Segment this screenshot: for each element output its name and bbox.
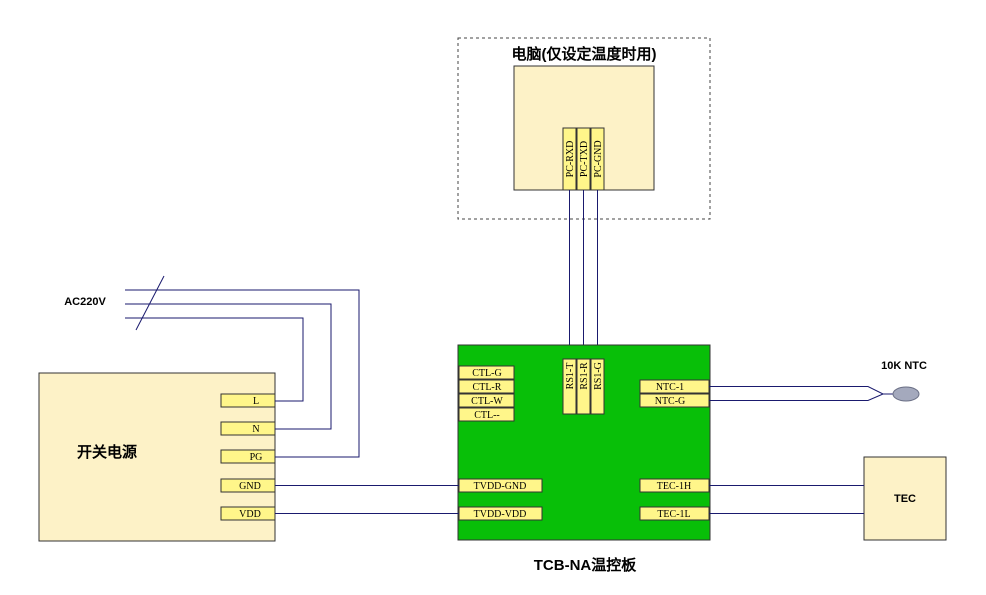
tvdd-pins: TVDD-GND TVDD-VDD xyxy=(458,478,543,521)
tec-pins: TEC-1H TEC-1L xyxy=(639,478,710,521)
serial-wires xyxy=(569,190,598,359)
wire-ac-l xyxy=(125,317,304,402)
rs-pin xyxy=(590,358,605,415)
wire-ntc-g xyxy=(709,393,884,401)
power-supply-title: 开关电源 xyxy=(77,443,137,461)
board-title: TCB-NA温控板 xyxy=(534,556,637,574)
tvdd-pin-label: TVDD-VDD xyxy=(474,509,527,520)
ntc-wires xyxy=(709,386,894,401)
pc-title: 电脑(仅设定温度时用) xyxy=(512,45,657,63)
psu-pin-n xyxy=(220,421,276,436)
ctl-pin xyxy=(458,365,515,380)
ntc-pin-label: NTC-G xyxy=(655,396,686,407)
psu-pin-label: GND xyxy=(239,481,261,492)
rs-pin xyxy=(576,358,591,415)
ctl-pin-label: CTL-R xyxy=(473,382,502,393)
tec-box xyxy=(863,456,947,541)
ctl-pin-label: CTL-G xyxy=(472,368,501,379)
pc-pin-label: PC-GND xyxy=(593,140,604,177)
wire-ac-pg xyxy=(125,289,360,458)
pc-pin-label: PC-RXD xyxy=(565,141,576,178)
ctl-pin xyxy=(458,407,515,422)
psu-pin-l xyxy=(220,393,276,408)
pc-pins: PC-RXD PC-TXD PC-GND xyxy=(562,127,605,191)
psu-pin-pg xyxy=(220,449,276,464)
rs-pins: RS1-T RS1-R RS1-G xyxy=(562,358,605,415)
ctl-pins: CTL-G CTL-R CTL-W CTL-- xyxy=(458,365,515,422)
tvdd-pin-label: TVDD-GND xyxy=(474,481,527,492)
ctl-pin-label: CTL-W xyxy=(471,396,503,407)
power-supply-pins: L N PG GND VDD xyxy=(220,393,276,521)
tec-wires xyxy=(709,485,864,514)
psu-pin-label: N xyxy=(252,424,259,435)
ntc-sensor-bead xyxy=(892,386,920,402)
psu-pin-label: L xyxy=(253,396,259,407)
tec-label: TEC xyxy=(894,493,916,505)
rs-pin-label: RS1-R xyxy=(579,362,590,390)
tec-pin-label: TEC-1H xyxy=(657,481,691,492)
ac-input-label: AC220V xyxy=(64,296,106,308)
pc-pin-label: PC-TXD xyxy=(579,141,590,177)
ntc-sensor-label: 10K NTC xyxy=(881,360,927,372)
tec-pin-label: TEC-1L xyxy=(657,509,690,520)
wire-ntc-1 xyxy=(709,386,894,395)
ntc-pin-label: NTC-1 xyxy=(656,382,684,393)
ctl-pin-label: CTL-- xyxy=(474,410,500,421)
ctl-pin xyxy=(458,393,515,408)
psu-pin-label: VDD xyxy=(239,509,261,520)
ac-bundle-slash xyxy=(135,275,165,331)
rs-pin xyxy=(562,358,577,415)
ntc-pins: NTC-1 NTC-G xyxy=(639,379,710,408)
power-wires xyxy=(275,485,459,514)
ac-input-wires xyxy=(125,275,360,458)
rs-pin-label: RS1-G xyxy=(593,362,604,390)
psu-pin-label: PG xyxy=(250,452,263,463)
ctl-pin xyxy=(458,379,515,394)
wire-ac-n xyxy=(125,303,332,430)
rs-pin-label: RS1-T xyxy=(565,363,576,390)
